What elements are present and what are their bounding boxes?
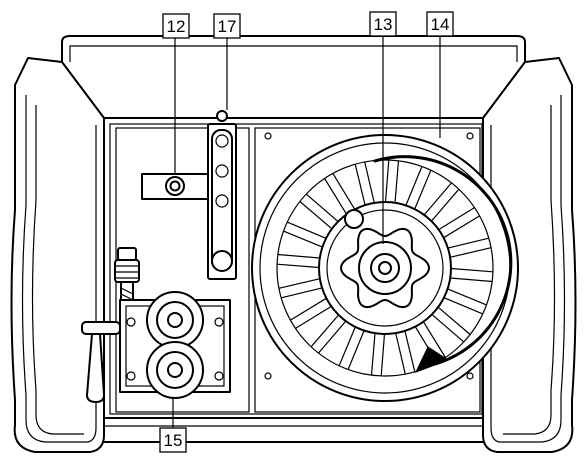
spool-spoke-line bbox=[305, 193, 339, 223]
spool-spoke-line bbox=[354, 164, 366, 206]
spool-spoke-line bbox=[450, 267, 493, 273]
spool-spoke-line bbox=[283, 230, 323, 248]
spool-spoke-line bbox=[299, 201, 333, 230]
spool-hub-knob bbox=[340, 209, 430, 309]
callout-17-label: 17 bbox=[218, 17, 237, 36]
spool-spoke-line bbox=[443, 215, 480, 239]
right-side-frame bbox=[482, 57, 577, 453]
callout-12-label: 12 bbox=[167, 17, 186, 36]
callout-17: 17 bbox=[213, 13, 241, 39]
spool-spoke-line bbox=[295, 305, 332, 329]
callout-14: 14 bbox=[426, 11, 454, 37]
spool-spoke-line bbox=[277, 253, 320, 259]
spool-spoke-line bbox=[438, 207, 475, 231]
spool-spoke-line bbox=[310, 314, 340, 348]
spool-spoke-line bbox=[430, 188, 460, 222]
spool-spoke-line bbox=[447, 237, 489, 249]
callout-13: 13 bbox=[369, 11, 397, 37]
spool-spoke-line bbox=[338, 326, 356, 367]
gas-connector bbox=[141, 173, 209, 200]
spool-spoke-line bbox=[450, 277, 493, 283]
spool-spoke-line bbox=[370, 333, 376, 376]
callout-15: 15 bbox=[159, 427, 187, 453]
spool-spoke-line bbox=[422, 321, 446, 358]
spool-spoke-line bbox=[437, 306, 471, 335]
base-plate bbox=[91, 417, 496, 443]
callout-15-label: 15 bbox=[164, 431, 183, 450]
callout-14-label: 14 bbox=[431, 15, 450, 34]
spool-spoke-line bbox=[443, 297, 484, 315]
spool-spoke-line bbox=[449, 247, 492, 258]
spool-spoke-line bbox=[405, 166, 423, 206]
spool-spoke-line bbox=[278, 278, 321, 289]
spool-spoke-line bbox=[384, 160, 390, 203]
callout-13-label: 13 bbox=[374, 15, 393, 34]
spool-spoke-line bbox=[286, 221, 327, 239]
spool-spoke-line bbox=[281, 287, 323, 299]
spool-spoke-line bbox=[318, 320, 347, 354]
rotation-direction-arrow bbox=[373, 155, 513, 373]
spool-spoke-line bbox=[290, 297, 327, 321]
spool-spoke-line bbox=[431, 313, 465, 343]
wire-feed-drive bbox=[81, 247, 231, 403]
spool-spokes bbox=[277, 160, 493, 376]
spool-spoke-line bbox=[364, 161, 375, 204]
top-carry-handle bbox=[61, 35, 526, 62]
spool-spoke-line bbox=[380, 333, 386, 376]
callout-12: 12 bbox=[162, 13, 190, 39]
wire-guide-window bbox=[207, 110, 237, 280]
spool-spoke-line bbox=[332, 173, 356, 210]
spool-spoke-line bbox=[414, 169, 432, 210]
spool-spoke-line bbox=[447, 288, 487, 306]
callout-leader-lines bbox=[172, 36, 441, 428]
spool-spoke-line bbox=[277, 263, 320, 269]
spool-spoke-line bbox=[347, 330, 365, 370]
spool-spoke-line bbox=[395, 332, 406, 375]
spool-spoke-line bbox=[394, 160, 400, 203]
left-side-frame bbox=[10, 57, 105, 453]
spool-spoke-line bbox=[324, 178, 348, 215]
spool-spoke-line bbox=[404, 330, 416, 372]
spool-spoke-line bbox=[423, 182, 452, 216]
